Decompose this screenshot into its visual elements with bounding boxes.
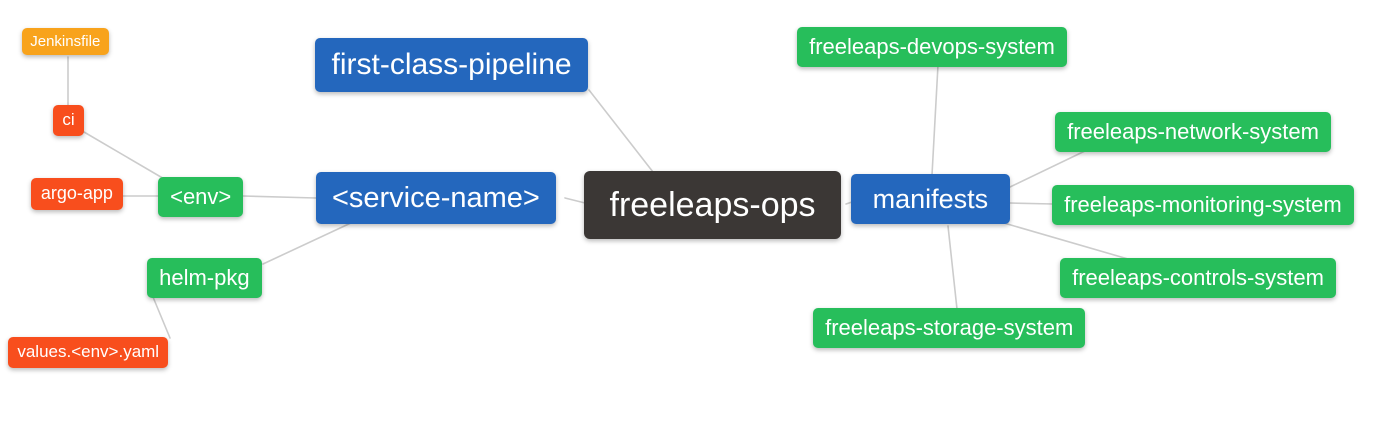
node-manifests[interactable]: manifests (851, 174, 1010, 224)
edge-manifests-network (1009, 149, 1088, 188)
node-freeleaps-monitoring-system[interactable]: freeleaps-monitoring-system (1052, 185, 1354, 225)
node-values-env-yaml[interactable]: values.<env>.yaml (8, 337, 169, 368)
node-freeleaps-ops[interactable]: freeleaps-ops (584, 171, 842, 239)
edge-env-service-name (242, 195, 317, 199)
edge-ci-env (83, 131, 167, 181)
edge-helm-pkg-service-name (262, 221, 354, 265)
node-argo-app[interactable]: argo-app (31, 178, 123, 211)
edge-service-name-freeleaps-ops (564, 197, 586, 204)
node-freeleaps-network-system[interactable]: freeleaps-network-system (1055, 112, 1332, 152)
node-helm-pkg[interactable]: helm-pkg (147, 258, 262, 298)
edge-manifests-monitoring (1009, 202, 1054, 205)
edge-values-helm-pkg (152, 296, 171, 339)
node-ci[interactable]: ci (53, 105, 84, 136)
node-freeleaps-controls-system[interactable]: freeleaps-controls-system (1060, 258, 1337, 298)
node-jenkinsfile[interactable]: Jenkinsfile (22, 28, 109, 55)
edge-manifests-storage (947, 225, 958, 310)
node-env[interactable]: <env> (158, 177, 244, 217)
edge-manifests-devops (931, 64, 939, 176)
node-first-class-pipeline[interactable]: first-class-pipeline (315, 38, 589, 92)
edge-pipeline-freeleaps-ops (588, 89, 654, 173)
node-service-name[interactable]: <service-name> (316, 172, 556, 225)
edge-manifests-controls (1003, 222, 1129, 260)
node-freeleaps-devops-system[interactable]: freeleaps-devops-system (797, 27, 1067, 67)
node-freeleaps-storage-system[interactable]: freeleaps-storage-system (813, 308, 1086, 348)
